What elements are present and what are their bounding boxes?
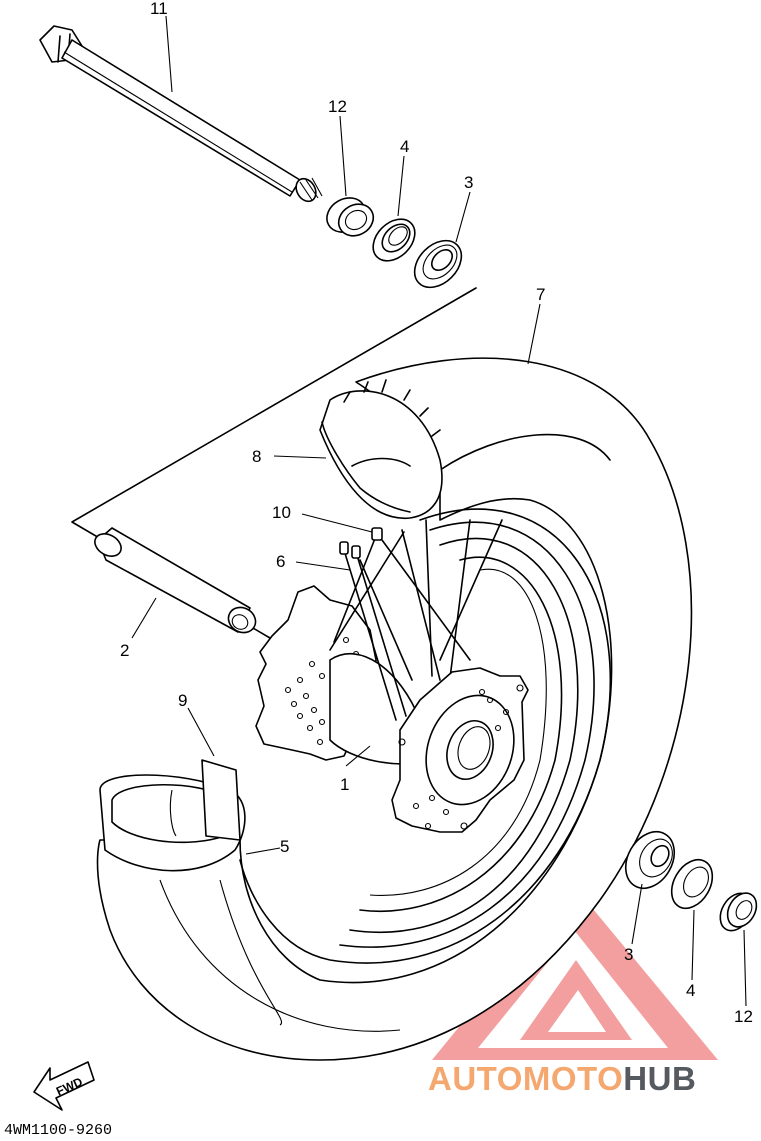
callout-hub: 1 xyxy=(340,775,349,794)
spokes xyxy=(329,519,503,721)
callout-oil-seal-top: 4 xyxy=(400,137,409,156)
callout-spacer: 2 xyxy=(120,641,129,660)
callout-tire: 7 xyxy=(536,285,545,304)
watermark-logo xyxy=(432,886,718,1060)
callout-collar-top: 12 xyxy=(328,97,347,116)
collar-bottom xyxy=(719,892,758,932)
hub-right-flange xyxy=(391,667,529,833)
hub-right-holes xyxy=(412,688,510,830)
callout-bearing-bottom: 3 xyxy=(624,945,633,964)
callout-labels: 11 12 4 3 7 8 10 6 2 9 1 5 3 4 12 xyxy=(120,0,753,1026)
collar-top xyxy=(326,197,375,237)
callout-bearing-top: 3 xyxy=(464,173,473,192)
callout-spoke-set: 6 xyxy=(276,552,285,571)
watermark-text-secondary: HUB xyxy=(623,1060,697,1097)
tube-cutaway xyxy=(319,379,443,519)
watermark-text-primary: AUTOMOTO xyxy=(428,1060,624,1097)
axle xyxy=(39,25,323,203)
rim-band-lower xyxy=(99,759,246,872)
callout-rim-strip: 10 xyxy=(272,503,291,522)
bearing-top xyxy=(413,239,463,289)
callout-rim: 5 xyxy=(280,837,289,856)
callout-tube: 8 xyxy=(252,447,261,466)
part-code: 4WM1100-9260 xyxy=(4,1122,113,1139)
leader-lines xyxy=(131,15,747,1007)
bearing-bottom xyxy=(624,830,676,890)
hub-disc-holes xyxy=(284,636,360,746)
spacer xyxy=(94,527,257,634)
callout-collar-bottom: 12 xyxy=(734,1007,753,1026)
callout-oil-seal-bottom: 4 xyxy=(686,981,695,1000)
tire xyxy=(96,357,693,1061)
callout-axle: 11 xyxy=(150,0,168,18)
callout-rim-band: 9 xyxy=(178,691,187,710)
oil-seal-top xyxy=(372,218,416,262)
oil-seal-bottom xyxy=(670,858,714,910)
rim xyxy=(239,508,612,964)
watermark-text: AUTOMOTOHUB xyxy=(428,1060,696,1098)
fwd-arrow: FWD xyxy=(33,1061,95,1111)
